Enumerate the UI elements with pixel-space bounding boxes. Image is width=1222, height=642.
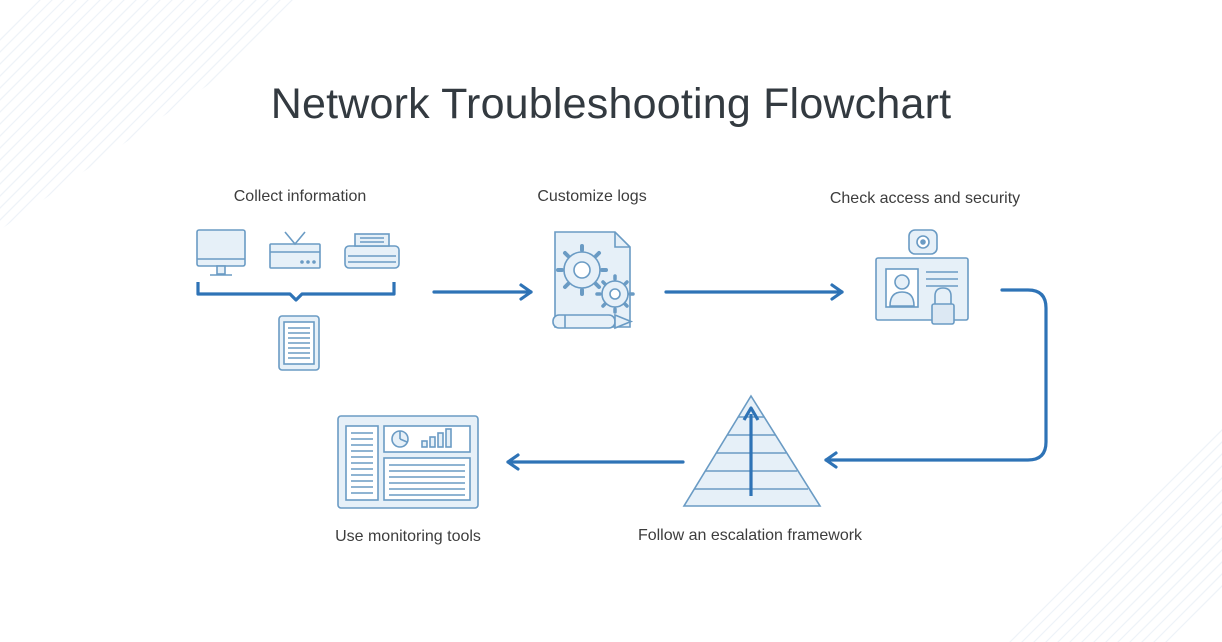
customize-logs-icon — [552, 231, 635, 330]
page-title: Network Troubleshooting Flowchart — [270, 80, 952, 128]
step-label-customize-logs: Customize logs — [537, 188, 647, 205]
document-icon — [278, 315, 320, 371]
collect-information-icon — [196, 229, 400, 371]
monitoring-dashboard-icon — [337, 415, 479, 509]
arrow-collect-to-logs — [432, 283, 533, 301]
pencil-icon — [552, 313, 634, 330]
escalation-up-arrow — [742, 406, 760, 496]
escalation-pyramid-icon — [682, 394, 822, 507]
grouping-bracket — [196, 282, 396, 302]
access-security-icon — [875, 229, 969, 325]
step-label-monitoring-tools: Use monitoring tools — [335, 528, 481, 545]
step-label-check-access-security: Check access and security — [829, 190, 1021, 207]
person-icon — [894, 274, 910, 290]
arrow-access-to-escalation — [824, 288, 1048, 469]
gear-icon — [556, 244, 608, 296]
step-label-escalation-framework: Follow an escalation framework — [637, 527, 863, 544]
bar-chart-icon — [421, 428, 452, 448]
gear-small-icon — [595, 274, 635, 314]
arrow-logs-to-access — [664, 283, 844, 301]
step-label-collect-information: Collect information — [233, 188, 367, 205]
lock-icon — [931, 287, 955, 325]
arrow-escalation-to-monitoring — [506, 453, 685, 471]
